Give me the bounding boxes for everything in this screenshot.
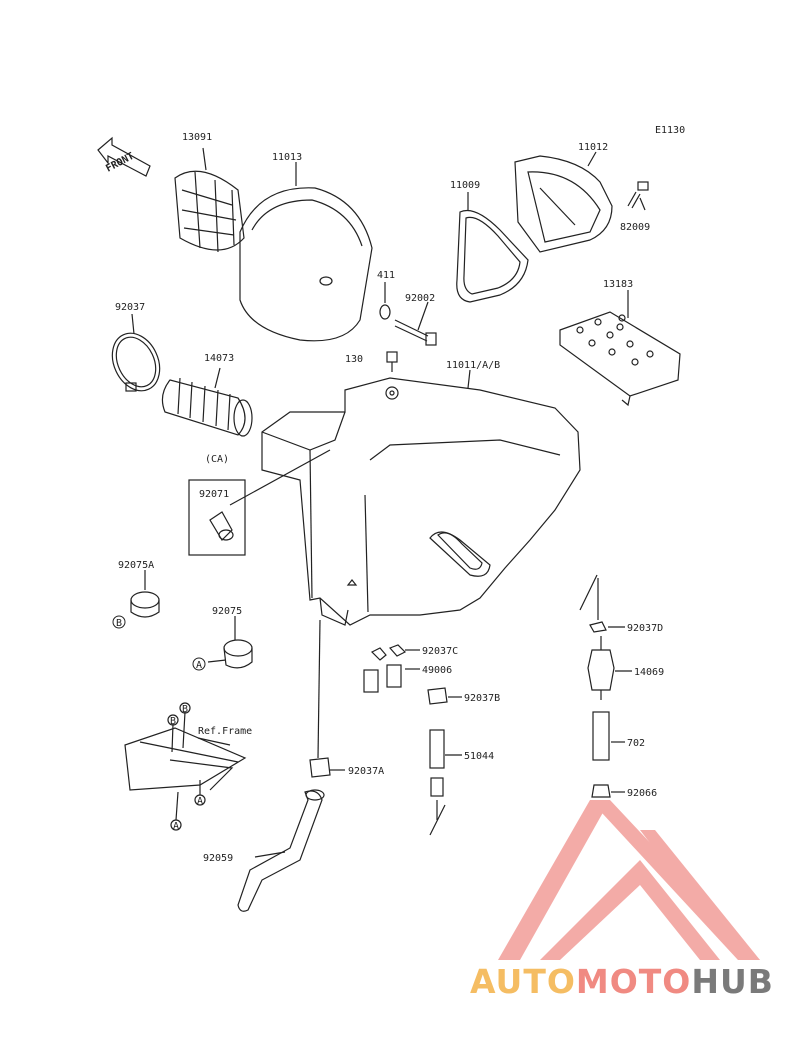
label-13183: 13183 xyxy=(603,279,633,290)
label-92059: 92059 xyxy=(203,853,233,864)
label-ca: (CA) xyxy=(205,454,229,465)
label-14069: 14069 xyxy=(634,667,664,678)
label-92075A: 92075A xyxy=(118,560,154,571)
part-411-grommet xyxy=(379,282,391,320)
marker-a-2: A xyxy=(197,796,203,807)
part-92002-stud xyxy=(394,319,437,346)
part-11012-cover xyxy=(514,155,613,253)
label-92037B: 92037B xyxy=(464,693,500,704)
part-14069-filter xyxy=(579,574,615,798)
watermark-auto: AUTO xyxy=(470,962,576,1001)
label-11013: 11013 xyxy=(272,152,302,163)
marker-a-3: A xyxy=(173,821,179,832)
part-14073-duct xyxy=(161,377,253,437)
ref-frame-drawing xyxy=(124,702,247,831)
label-92071: 92071 xyxy=(199,489,229,500)
part-92075A-collar xyxy=(130,591,160,618)
label-14073: 14073 xyxy=(204,353,234,364)
label-92037C: 92037C xyxy=(422,646,458,657)
marker-a-1: A xyxy=(196,660,202,671)
watermark-logo-icon xyxy=(498,800,760,960)
label-11009: 11009 xyxy=(450,180,480,191)
marker-b-2: B xyxy=(182,704,188,715)
watermark-moto: MOTO xyxy=(575,962,692,1001)
front-arrow-icon xyxy=(97,136,151,177)
label-82009: 82009 xyxy=(620,222,650,233)
label-51044: 51044 xyxy=(464,751,494,762)
label-92037D: 92037D xyxy=(627,623,663,634)
part-51044-tube xyxy=(429,729,446,836)
label-92002: 92002 xyxy=(405,293,435,304)
label-11012: 11012 xyxy=(578,142,608,153)
part-92059-hose xyxy=(237,619,331,912)
part-92075-collar xyxy=(223,639,253,669)
part-13183-bracket xyxy=(559,311,681,407)
watermark-hub: HUB xyxy=(691,962,774,1001)
label-92075: 92075 xyxy=(212,606,242,617)
diagram-code: E1130 xyxy=(655,125,685,136)
part-11011-airbox xyxy=(261,377,581,626)
part-49006-caps xyxy=(363,644,448,705)
part-92071-box xyxy=(188,479,246,556)
label-92037: 92037 xyxy=(115,302,145,313)
watermark-text: AUTOMOTOHUB xyxy=(470,962,774,1001)
marker-b-3: B xyxy=(170,716,176,727)
label-ref-frame: Ref.Frame xyxy=(198,726,252,737)
part-13091-grille xyxy=(174,170,245,253)
label-49006: 49006 xyxy=(422,665,452,676)
label-702: 702 xyxy=(627,738,645,749)
label-92037A: 92037A xyxy=(348,766,384,777)
label-13091: 13091 xyxy=(182,132,212,143)
part-130-screw xyxy=(386,351,398,372)
label-92066: 92066 xyxy=(627,788,657,799)
label-11011: 11011/A/B xyxy=(446,360,500,371)
part-11009-gasket xyxy=(456,209,529,303)
part-82009-bolt xyxy=(627,181,649,209)
part-92037-clamp xyxy=(111,332,161,392)
marker-b-1: B xyxy=(116,618,122,629)
label-130: 130 xyxy=(345,354,363,365)
part-11013-filter xyxy=(239,187,373,342)
label-411: 411 xyxy=(377,270,395,281)
